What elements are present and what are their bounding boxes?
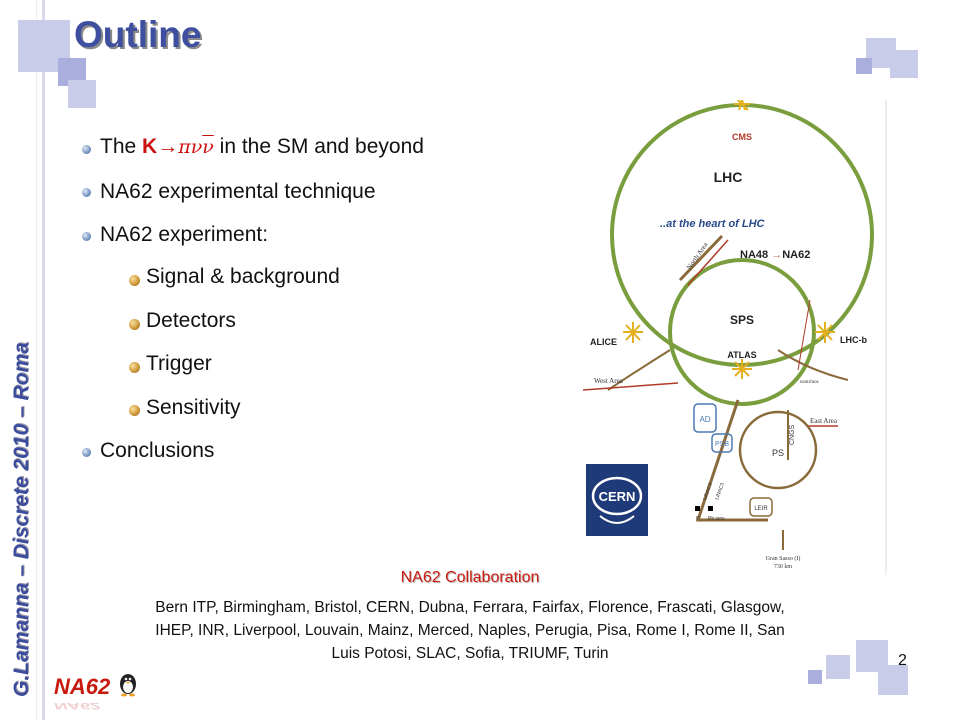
cern-logo-ring xyxy=(591,476,643,516)
decor-square xyxy=(878,665,908,695)
na48-label: NA48 →NA62 xyxy=(740,249,810,261)
alice-star-icon xyxy=(623,322,643,343)
cms-label: CMS xyxy=(732,132,752,142)
north-area-line-red xyxy=(687,239,729,286)
psb-label: PSB xyxy=(715,441,729,448)
bullet-icon xyxy=(82,448,91,457)
subbullet-icon xyxy=(129,275,140,286)
bullet-prefix: The xyxy=(100,135,143,158)
cern-logo: CERN xyxy=(586,464,648,536)
slide-title: Outline xyxy=(74,14,202,55)
ad-label: AD xyxy=(699,415,710,424)
na-arrow: → xyxy=(771,249,782,261)
neutrinos-label: neutrinos xyxy=(800,380,819,385)
bullet-icon xyxy=(82,232,91,241)
penguin-eye xyxy=(128,677,132,681)
gran-sasso-label: Gran Sasso (I) xyxy=(766,555,801,562)
map-caption: ..at the heart of LHC xyxy=(660,218,766,230)
ps-transfer-line xyxy=(695,399,768,522)
penguin-eye xyxy=(124,677,128,681)
decor-line xyxy=(42,0,45,720)
west-area-line xyxy=(582,382,679,391)
subbullet-signal: Signal & background xyxy=(146,265,340,288)
ti2-line xyxy=(607,349,671,391)
cern-logo-arc xyxy=(599,515,635,524)
linac3-label: LINAC3 xyxy=(714,482,726,501)
cern-logo-text: CERN xyxy=(599,489,636,504)
bullet-kpinunu: The K→πνν in the SM and beyond xyxy=(100,135,424,159)
subbullet-detectors: Detectors xyxy=(146,309,236,332)
side-label: G.Lamanna – Discrete 2010 – Roma xyxy=(10,342,33,697)
penguin-belly xyxy=(123,681,133,693)
antineutrino-symbol: ν xyxy=(202,136,214,158)
na62-logo-reflection: NA62 xyxy=(54,700,100,710)
pbions-label: Pb ions xyxy=(708,516,725,522)
linac2-label: LINAC2 xyxy=(702,482,714,501)
na62-logo: NA62 NA62 xyxy=(54,674,136,710)
pb-source xyxy=(708,506,713,511)
p-label: P xyxy=(696,516,700,522)
bullet-icon xyxy=(82,145,91,154)
penguin-foot xyxy=(121,693,127,697)
kaon-symbol: K xyxy=(142,135,158,158)
caption-box xyxy=(654,210,824,234)
bullet-icon xyxy=(82,188,91,197)
na62-text: NA62 xyxy=(782,249,810,261)
neutrino-line xyxy=(797,299,811,371)
decor-square xyxy=(856,58,872,74)
decor-line xyxy=(36,0,37,720)
ti8-line xyxy=(777,349,849,381)
sps-ring xyxy=(668,258,816,406)
atlas-label: ATLAS xyxy=(727,350,756,360)
bullet-experiment: NA62 experiment: xyxy=(100,223,269,246)
cern-logo-graphic: CERN xyxy=(591,476,643,524)
ad-box xyxy=(693,403,717,433)
subbullet-trigger: Trigger xyxy=(146,352,212,375)
decay-formula: K→πνν xyxy=(142,135,214,158)
bullet-technique: NA62 experimental technique xyxy=(100,180,376,203)
lhcb-star-icon xyxy=(815,322,835,343)
atlas-star-icon xyxy=(732,359,752,379)
km-label: 730 km xyxy=(774,564,793,570)
lhc-label: LHC xyxy=(714,169,743,185)
leir-label: LEIR xyxy=(754,506,768,512)
na48-text: NA48 xyxy=(740,249,771,261)
east-area-label: East Area xyxy=(810,417,838,425)
cms-star-icon xyxy=(734,100,750,111)
west-area-label: West Area xyxy=(594,377,624,385)
penguin-beak xyxy=(126,682,130,684)
ps-label: PS xyxy=(772,448,784,458)
decor-square xyxy=(826,655,850,679)
pion-nu-symbol: πν xyxy=(178,136,203,158)
subbullet-icon xyxy=(129,405,140,416)
penguin-foot xyxy=(129,693,135,697)
ps-ring xyxy=(738,410,818,490)
sps-label: SPS xyxy=(730,313,754,327)
bullet-conclusions: Conclusions xyxy=(100,439,215,462)
arrow-symbol: → xyxy=(157,135,179,158)
leir-box xyxy=(749,497,773,517)
subbullet-icon xyxy=(129,362,140,373)
subbullet-icon xyxy=(129,319,140,330)
decor-square xyxy=(890,50,918,78)
subbullet-sensitivity: Sensitivity xyxy=(146,396,241,419)
alice-label: ALICE xyxy=(590,337,617,347)
decor-square xyxy=(808,670,822,684)
decor-square xyxy=(68,80,96,108)
psb-box xyxy=(711,433,733,453)
north-area-line xyxy=(678,234,724,282)
page-number: 2 xyxy=(898,652,907,669)
collaboration-title: NA62 Collaboration xyxy=(400,569,540,586)
collaboration-members: Bern ITP, Birmingham, Bristol, CERN, Dub… xyxy=(155,599,785,662)
na62-logo-text: NA62 xyxy=(54,674,111,699)
p-source xyxy=(695,506,700,511)
lhcb-label: LHC-b xyxy=(840,335,867,345)
cngs-label: CNGS xyxy=(789,424,796,445)
bullet-suffix: in the SM and beyond xyxy=(213,135,424,158)
